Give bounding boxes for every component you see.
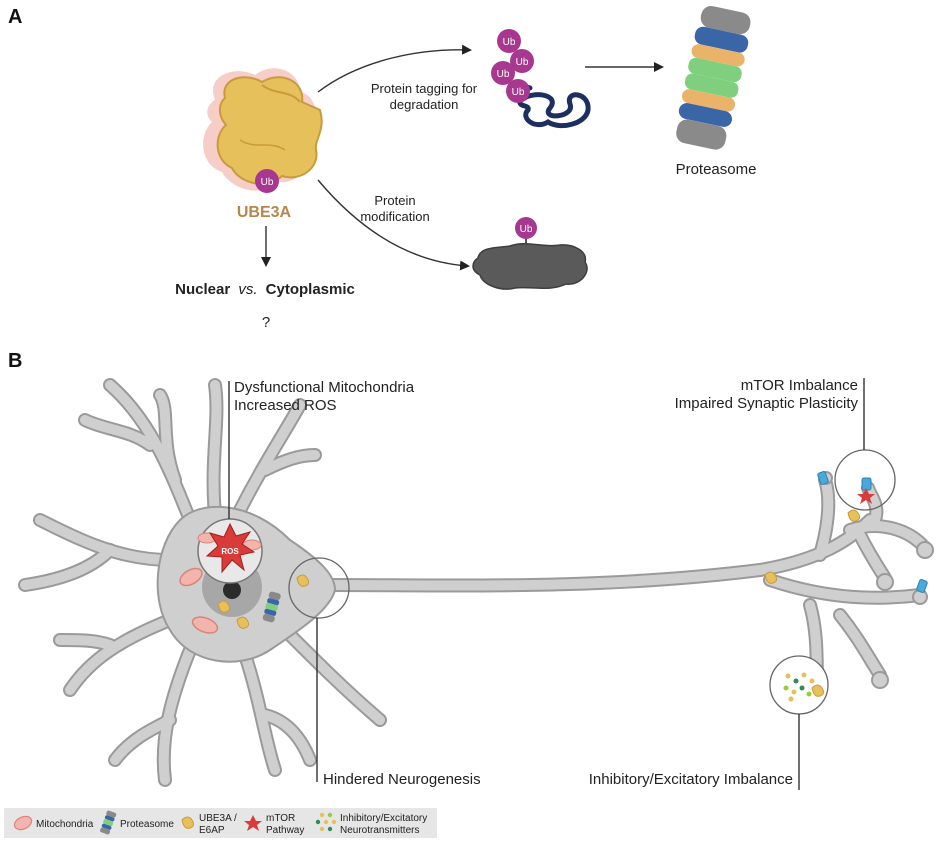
neurogenesis-callout: Hindered Neurogenesis bbox=[323, 771, 481, 788]
legend-mtor-2: Pathway bbox=[266, 825, 304, 836]
svg-text:Ub: Ub bbox=[503, 37, 516, 48]
modified-substrate-icon: Ub bbox=[472, 217, 588, 290]
ros-label: ROS bbox=[221, 547, 239, 556]
svg-text:Ub: Ub bbox=[520, 224, 533, 235]
ube3a-label: UBE3A bbox=[237, 204, 292, 221]
question-mark: ? bbox=[262, 314, 270, 331]
legend-ube3a-2: E6AP bbox=[199, 825, 225, 836]
legend-nt-2: Neurotransmitters bbox=[340, 825, 419, 836]
svg-text:Ub: Ub bbox=[261, 177, 274, 188]
legend-mtor-1: mTOR bbox=[266, 813, 295, 824]
receptor-icon bbox=[817, 471, 928, 593]
mtor-icon bbox=[857, 488, 875, 504]
neuron-icon bbox=[18, 378, 934, 787]
ros-burst-icon bbox=[205, 522, 256, 574]
panel-a-letter: A bbox=[8, 6, 22, 28]
legend-neurotransmitter-icon bbox=[315, 812, 337, 832]
mito-callout-1: Dysfunctional Mitochondria bbox=[234, 379, 415, 396]
svg-text:Ub: Ub bbox=[512, 87, 525, 98]
legend-nt-1: Inhibitory/Excitatory bbox=[340, 813, 427, 824]
inhib-callout: Inhibitory/Excitatory Imbalance bbox=[589, 771, 793, 788]
panel-b-letter: B bbox=[8, 350, 22, 372]
ube3a-small-icon bbox=[217, 509, 861, 629]
tagging-label-1: Protein tagging for bbox=[371, 81, 478, 96]
localization-label: Nuclear vs. Cytoplasmic bbox=[175, 281, 355, 298]
mito-callout-2: Increased ROS bbox=[234, 397, 337, 414]
proteasome-icon bbox=[676, 6, 751, 150]
legend-mtor-icon bbox=[244, 815, 262, 831]
neurogenesis-magnifier bbox=[288, 557, 350, 619]
ube3a-enzyme-icon bbox=[203, 68, 323, 191]
polyubiquitinated-protein-icon: Ub Ub Ub Ub bbox=[491, 29, 591, 128]
modification-label-1: Protein bbox=[374, 193, 415, 208]
tagging-arrow bbox=[317, 44, 472, 93]
modification-arrow bbox=[317, 179, 470, 271]
tagging-label-2: degradation bbox=[390, 97, 459, 112]
mtor-callout-1: mTOR Imbalance bbox=[741, 377, 858, 394]
proteasome-label: Proteasome bbox=[676, 161, 757, 178]
legend-ube3a-icon bbox=[181, 816, 195, 829]
legend: Mitochondria Proteasome UBE3A / E6AP mTO… bbox=[4, 808, 437, 838]
legend-mitochondria-icon bbox=[13, 815, 33, 831]
modification-label-2: modification bbox=[360, 209, 429, 224]
svg-text:Ub: Ub bbox=[497, 69, 510, 80]
legend-proteasome: Proteasome bbox=[120, 819, 174, 830]
legend-ube3a-1: UBE3A / bbox=[199, 813, 237, 824]
neurotransmitter-magnifier bbox=[769, 655, 829, 715]
legend-mitochondria: Mitochondria bbox=[36, 819, 94, 830]
legend-proteasome-icon bbox=[100, 810, 117, 835]
svg-text:Ub: Ub bbox=[516, 57, 529, 68]
proteasome-small-icon bbox=[262, 591, 281, 623]
mtor-callout-2: Impaired Synaptic Plasticity bbox=[675, 395, 859, 412]
ub-tag-icon: Ub bbox=[255, 169, 279, 193]
ros-magnifier: ROS bbox=[197, 518, 263, 584]
mtor-magnifier bbox=[834, 449, 896, 511]
